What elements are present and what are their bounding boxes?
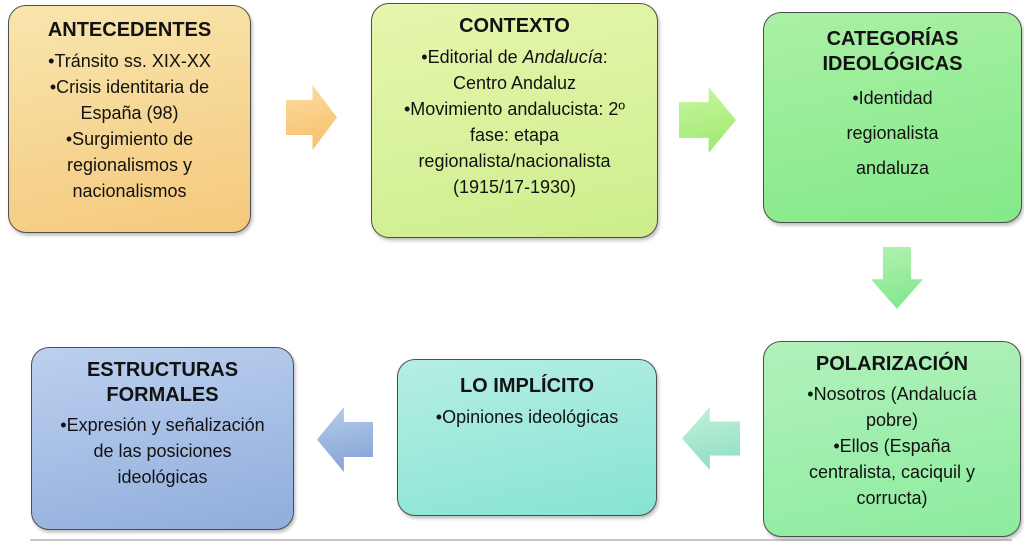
bullet-item: •Ellos (España centralista, caciquil y c… <box>808 436 976 509</box>
box-categorias-title: CATEGORÍAS IDEOLÓGICAS <box>822 28 963 75</box>
bullet-item: •Editorial de Andalucía: Centro Andaluz <box>399 44 631 96</box>
bullet-item: •Surgimiento de regionalismos y nacional… <box>65 129 194 202</box>
text-segment-italic: Andalucía <box>522 47 603 67</box>
box-antecedentes: ANTECEDENTES •Tránsito ss. XIX-XX •Crisi… <box>8 5 251 233</box>
box-polarizacion-body: •Nosotros (Andalucía pobre) •Ellos (Espa… <box>792 381 992 511</box>
box-estructuras-body: •Expresión y señalización de las posicio… <box>57 412 269 490</box>
bullet-item: •Opiniones ideológicas <box>435 407 619 427</box>
box-contexto-body: •Editorial de Andalucía: Centro Andaluz … <box>399 44 631 201</box>
bullet-item: •Expresión y señalización de las posicio… <box>60 415 265 488</box>
box-antecedentes-title: ANTECEDENTES <box>47 19 212 41</box>
box-categorias-body: •Identidad regionalista andaluza <box>808 81 978 186</box>
bullet-item: •Movimiento andalucista: 2º fase: etapa … <box>404 99 625 198</box>
bottom-divider-line <box>30 539 1012 541</box>
box-antecedentes-body: •Tránsito ss. XIX-XX •Crisis identitaria… <box>19 48 240 205</box>
bullet-item: •Crisis identitaria de España (98) <box>49 77 210 124</box>
bullet-item: •Tránsito ss. XIX-XX <box>48 51 211 71</box>
box-contexto: CONTEXTO •Editorial de Andalucía: Centro… <box>371 3 658 238</box>
box-lo-implicito: LO IMPLÍCITO •Opiniones ideológicas <box>397 359 657 516</box>
bullet-item: •Nosotros (Andalucía pobre) <box>807 384 977 431</box>
box-polarizacion: POLARIZACIÓN •Nosotros (Andalucía pobre)… <box>763 341 1021 537</box>
text-segment: : Centro Andaluz <box>452 47 608 94</box>
box-polarizacion-title: POLARIZACIÓN <box>815 353 969 375</box>
box-estructuras-formales: ESTRUCTURAS FORMALES •Expresión y señali… <box>31 347 294 530</box>
arrow-contexto-to-categorias <box>679 87 736 153</box>
box-categorias-ideologicas: CATEGORÍAS IDEOLÓGICAS •Identidad region… <box>763 12 1022 223</box>
arrow-implicito-to-estructuras <box>317 407 373 472</box>
text-segment: •Editorial de <box>421 47 523 67</box>
box-contexto-title: CONTEXTO <box>459 15 570 37</box>
box-lo-implicito-title: LO IMPLÍCITO <box>459 375 595 397</box>
box-lo-implicito-body: •Opiniones ideológicas <box>410 404 644 430</box>
box-estructuras-title: ESTRUCTURAS FORMALES <box>86 359 239 406</box>
arrow-polarizacion-to-implicito <box>682 407 740 470</box>
arrow-categorias-to-polarizacion <box>871 247 923 309</box>
arrow-antecedentes-to-contexto <box>286 85 337 150</box>
bullet-item: •Identidad regionalista andaluza <box>846 88 939 179</box>
